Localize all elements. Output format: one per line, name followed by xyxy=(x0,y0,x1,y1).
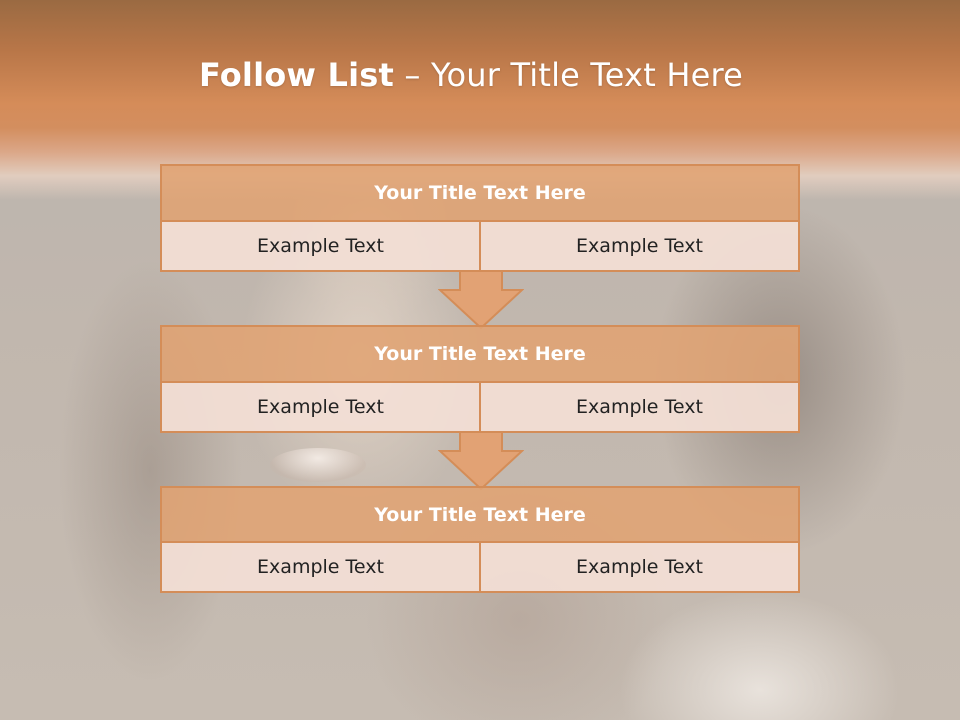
block-3-header: Your Title Text Here xyxy=(162,488,798,543)
follow-list-block-2: Your Title Text Here Example Text Exampl… xyxy=(160,325,800,433)
slide-title-rest: – Your Title Text Here xyxy=(394,56,744,94)
slide-title: Follow List – Your Title Text Here xyxy=(0,56,942,94)
block-1-right-cell: Example Text xyxy=(479,222,798,270)
background-photo-detail xyxy=(270,448,366,482)
down-arrow-icon xyxy=(438,270,524,330)
follow-list-block-1: Your Title Text Here Example Text Exampl… xyxy=(160,164,800,272)
block-3-right-cell: Example Text xyxy=(479,543,798,591)
follow-list-block-3: Your Title Text Here Example Text Exampl… xyxy=(160,486,800,593)
slide-title-bold: Follow List xyxy=(198,56,395,94)
down-arrow-icon xyxy=(438,431,524,491)
block-3-left-cell: Example Text xyxy=(162,543,479,591)
block-1-left-cell: Example Text xyxy=(162,222,479,270)
block-1-header: Your Title Text Here xyxy=(162,166,798,222)
block-2-left-cell: Example Text xyxy=(162,383,479,431)
block-2-row: Example Text Example Text xyxy=(162,383,798,431)
block-2-header: Your Title Text Here xyxy=(162,327,798,383)
block-2-right-cell: Example Text xyxy=(479,383,798,431)
block-1-row: Example Text Example Text xyxy=(162,222,798,270)
block-3-row: Example Text Example Text xyxy=(162,543,798,591)
